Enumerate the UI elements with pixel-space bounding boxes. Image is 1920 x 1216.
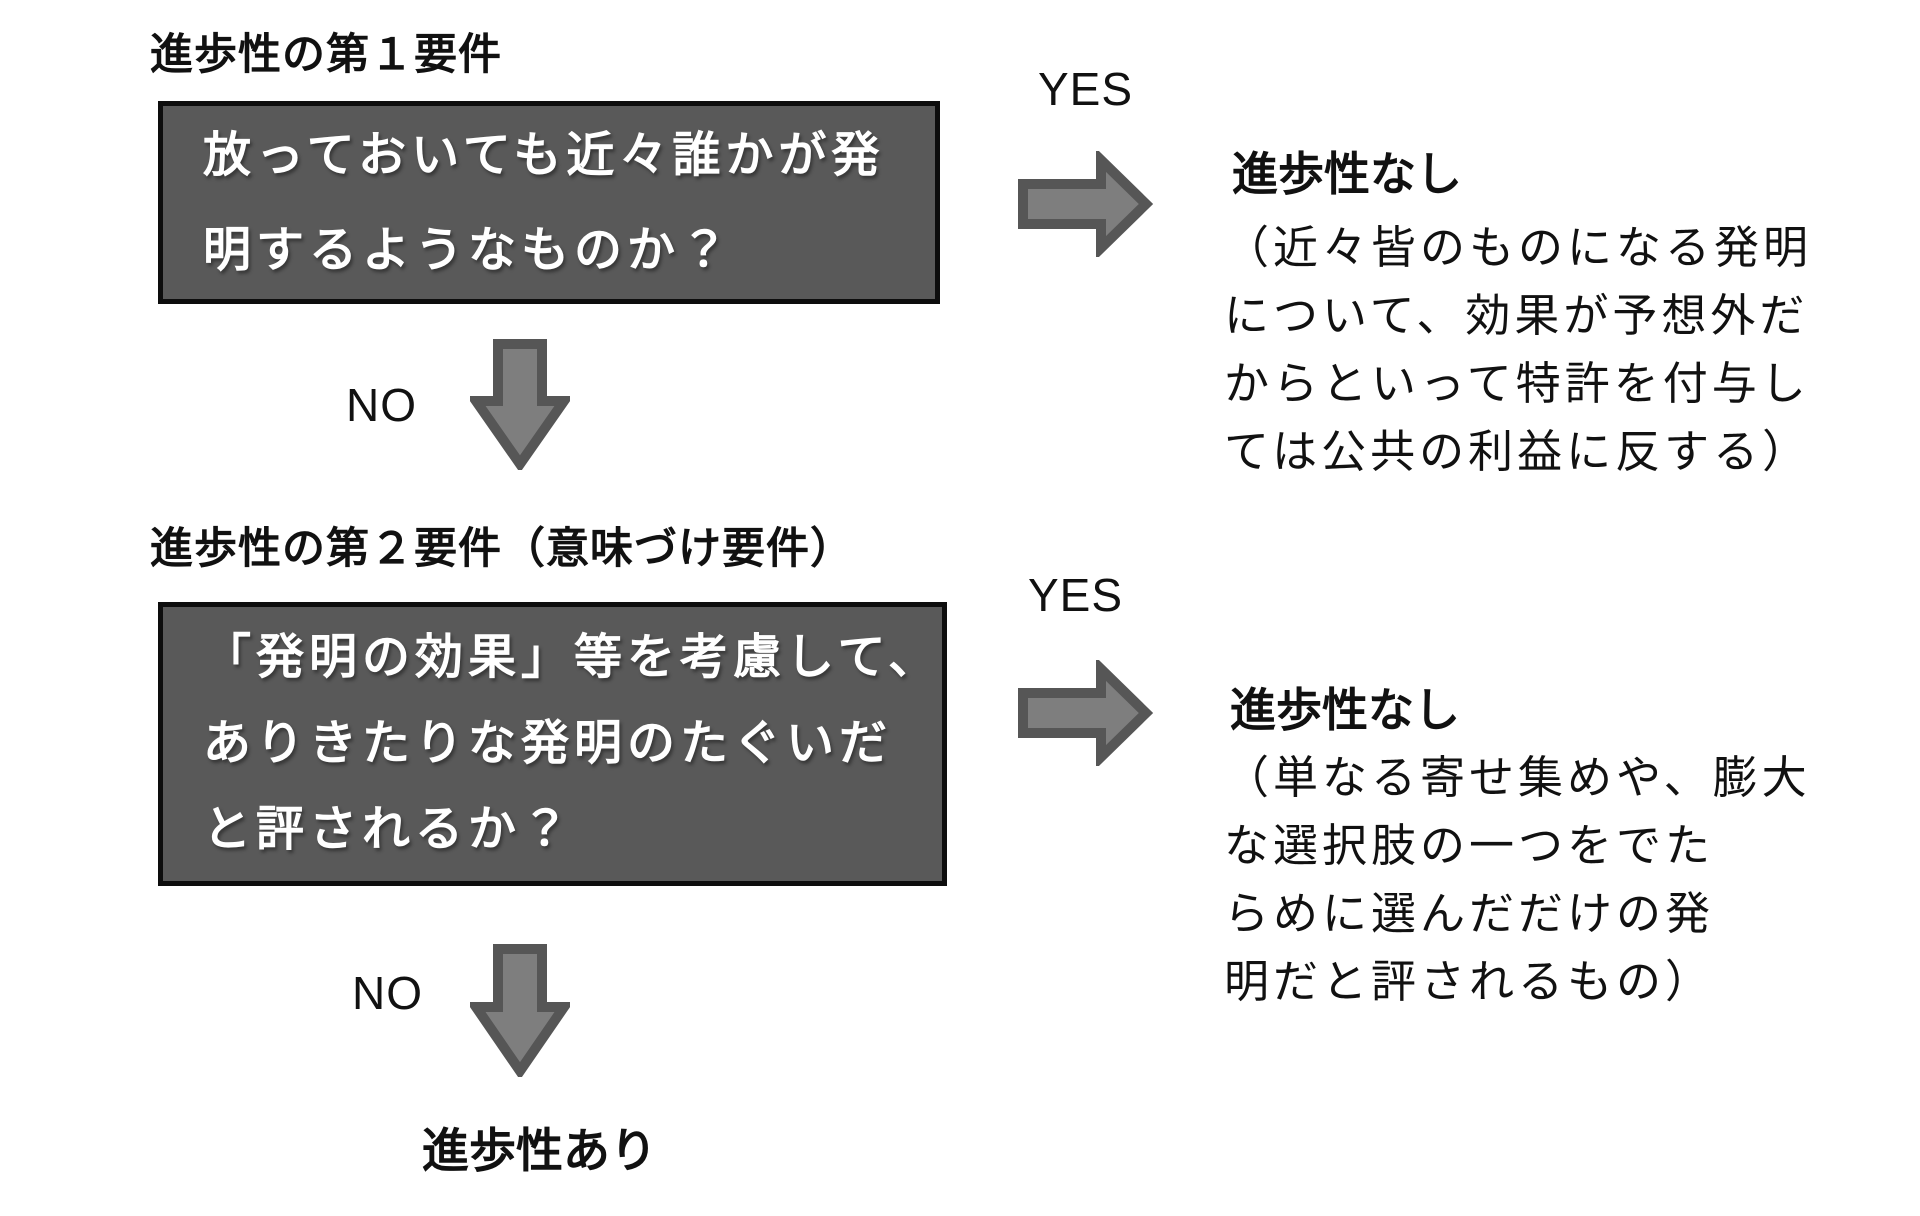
step1-result-body-line: ては公共の利益に反する）: [1224, 426, 1812, 477]
step1-result-heading: 進歩性なし: [1232, 148, 1462, 200]
step2-result-heading: 進歩性なし: [1230, 684, 1460, 736]
step1-title: 進歩性の第１要件: [150, 31, 502, 79]
step2-question-box: 「発明の効果」等を考慮して、 ありきたりな発明のたぐいだ と評されるか？: [158, 602, 947, 886]
step2-result-body-line: らめに選んだだけの発: [1224, 888, 1715, 939]
step1-no-down-arrow-icon: [470, 339, 570, 470]
step2-no-down-arrow-icon: [470, 944, 570, 1077]
step1-question-line: 明するようなものか？: [203, 223, 734, 277]
step1-yes-label: YES: [1038, 63, 1134, 115]
step1-no-label: NO: [346, 379, 417, 431]
step2-result-body-line: 明だと評されるもの）: [1224, 956, 1715, 1007]
step1-result-body-line: （近々皆のものになる発明: [1224, 222, 1813, 273]
step1-result-body-line: からといって特許を付与し: [1224, 358, 1810, 409]
step2-no-label: NO: [352, 967, 423, 1019]
step2-question-line: ありきたりな発明のたぐいだ: [203, 717, 893, 770]
step1-question-box: 放っておいても近々誰かが発 明するようなものか？: [158, 101, 940, 304]
step1-question-line: 放っておいても近々誰かが発: [203, 128, 885, 182]
step2-question-line: 「発明の効果」等を考慮して、: [203, 631, 942, 684]
step2-question-line: と評されるか？: [203, 803, 575, 856]
step2-result-body-line: （単なる寄せ集めや、膨大: [1224, 752, 1811, 803]
step2-result-body-line: な選択肢の一つをでた: [1224, 820, 1715, 871]
step2-yes-right-arrow-icon: [1018, 660, 1154, 766]
step1-result-body-line: について、効果が予想外だ: [1224, 290, 1809, 341]
step2-title: 進歩性の第２要件（意味づけ要件）: [150, 525, 854, 573]
step1-result-body: （近々皆のものになる発明 について、効果が予想外だ からといって特許を付与し て…: [1224, 214, 1812, 486]
step2-yes-label: YES: [1028, 569, 1124, 621]
step2-result-body: （単なる寄せ集めや、膨大 な選択肢の一つをでた らめに選んだだけの発 明だと評さ…: [1224, 744, 1811, 1016]
step1-yes-right-arrow-icon: [1018, 151, 1154, 257]
final-result-label: 進歩性あり: [422, 1124, 657, 1177]
